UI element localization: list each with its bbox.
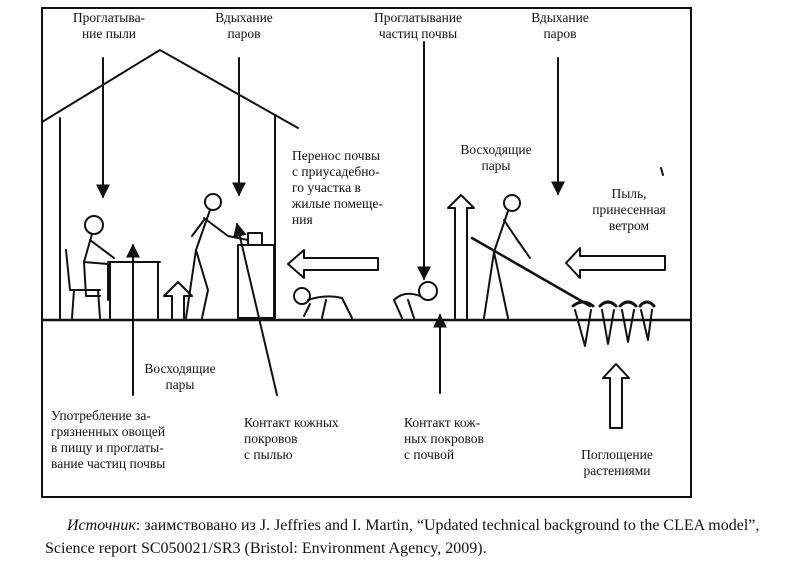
source-prefix: Источник	[67, 517, 136, 534]
block-arrow-soil-transfer	[287, 249, 379, 279]
block-arrow-rising-vapor-left	[163, 281, 193, 319]
label-soil-transfer: Перенос почвы с приусадебно- го участка …	[292, 148, 383, 227]
label-skin-dust: Контакт кожных покровов с пылью	[244, 415, 339, 462]
arrow-skin-dust	[233, 222, 278, 396]
source-text: : заимствовано из J. Jeffries and I. Mar…	[45, 517, 760, 557]
block-arrow-rising-vapor-right	[447, 194, 475, 319]
label-eat-vegetables: Употребление за- грязненных овощей в пищ…	[51, 408, 166, 471]
crawling-child-1	[293, 287, 353, 319]
crawling-child-2	[393, 281, 438, 319]
small-tick	[660, 167, 664, 176]
label-plant-uptake: Поглощение растениями	[581, 447, 653, 478]
label-swallow-soil: Проглатывание частиц почвы	[373, 10, 463, 41]
label-rising-vapor-right: Восходящие пары	[460, 142, 532, 173]
label-swallow-dust: Проглатыва- ние пыли	[72, 10, 146, 41]
label-inhale-vapor-2: Вдыхание паров	[531, 10, 589, 41]
label-rising-vapor-left: Восходящие пары	[144, 361, 216, 392]
chair	[65, 249, 101, 319]
house	[41, 49, 299, 319]
diagram-frame	[41, 7, 692, 498]
seated-person	[83, 215, 115, 301]
plants	[571, 300, 656, 347]
block-arrow-wind-dust	[565, 247, 666, 279]
label-skin-soil: Контакт кож- ных покровов с почвой	[404, 415, 484, 462]
block-arrow-plant-uptake	[602, 363, 630, 429]
label-inhale-vapor-1: Вдыхание паров	[215, 10, 273, 41]
outdoor-person	[470, 194, 592, 319]
indoor-standing-person	[185, 193, 249, 319]
label-wind-dust: Пыль, принесенная ветром	[592, 186, 666, 233]
source-caption: Источник: заимствовано из J. Jeffries an…	[45, 514, 785, 560]
